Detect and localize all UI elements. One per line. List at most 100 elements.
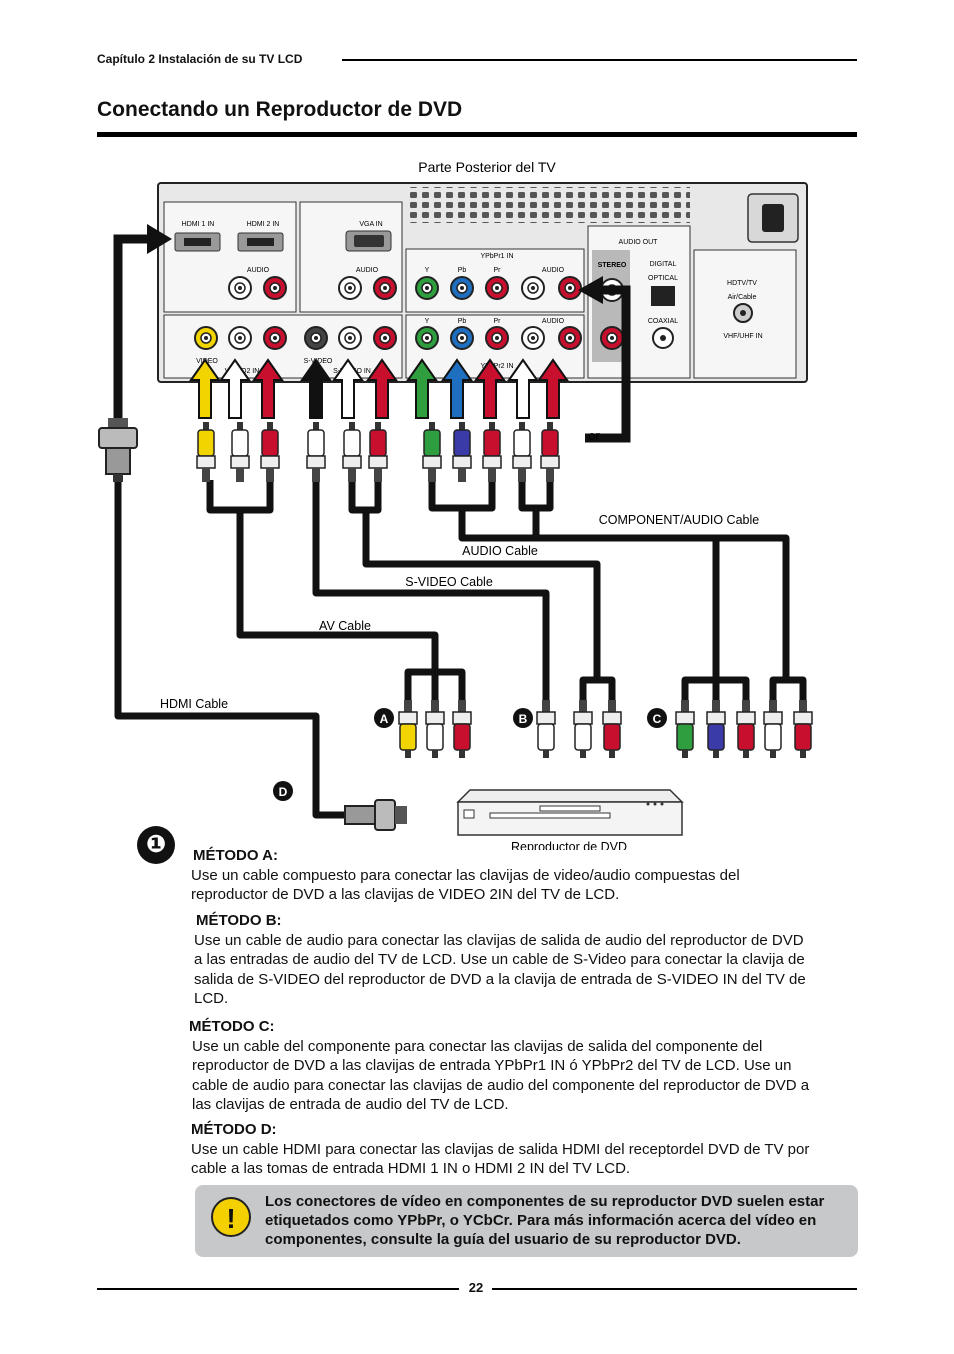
- cable-arrow: [300, 358, 332, 419]
- rca-plug: [230, 422, 250, 482]
- cable-arrow: [252, 358, 284, 419]
- audio-out-label: AUDIO OUT: [619, 239, 659, 246]
- rca-plug: [540, 422, 560, 482]
- rca-jack: [263, 326, 287, 350]
- hdmi-plug-bottom: [344, 799, 407, 831]
- rca-jack: [485, 326, 509, 350]
- rca-plug: [573, 700, 593, 758]
- rca-plug: [602, 700, 622, 758]
- vhf-label: VHF/UHF IN: [723, 333, 762, 340]
- rca-plug: [736, 700, 756, 758]
- rca-jack: [228, 276, 252, 300]
- method-d-text: Use un cable HDMI para conectar las clav…: [191, 1140, 810, 1178]
- rca-plug: [482, 422, 502, 482]
- y-label-1: Y: [425, 267, 430, 274]
- cable-arrow: [406, 358, 438, 419]
- hdmi-plug-top: [98, 418, 138, 482]
- rca-jack: [415, 326, 439, 350]
- method-c-heading: MÉTODO C:: [189, 1018, 275, 1035]
- method-b: MÉTODO B: Use un cable de audio para con…: [194, 911, 814, 1009]
- cable-arrow: [537, 358, 569, 419]
- rca-plug: [536, 700, 556, 758]
- footer-rule-left: [97, 1288, 459, 1290]
- vga-label: VGA IN: [359, 221, 382, 228]
- audio-label-4: AUDIO: [542, 318, 565, 325]
- pb-label-2: Pb: [458, 318, 467, 325]
- page-title: Conectando un Reproductor de DVD: [97, 98, 463, 121]
- rca-plug: [342, 422, 362, 482]
- component-cable-label: COMPONENT/AUDIO Cable: [599, 513, 759, 527]
- marker-a-text: A: [380, 712, 389, 726]
- hdmi-cable-arrow: [113, 234, 148, 425]
- rca-plug: [425, 700, 445, 758]
- marker-d: [273, 781, 293, 801]
- ypbpr1-label: YPbPr1 IN: [480, 253, 513, 260]
- marker-c: [647, 708, 667, 728]
- rca-jack: [194, 326, 218, 350]
- rca-jack: [450, 326, 474, 350]
- rca-jack: [338, 276, 362, 300]
- dvd-label: Reproductor de DVD: [511, 840, 627, 850]
- rca-plug: [452, 422, 472, 482]
- method-d-heading: MÉTODO D:: [191, 1121, 277, 1138]
- rca-jack: [558, 276, 582, 300]
- note-text: Los conectores de vídeo en componentes d…: [265, 1193, 825, 1248]
- title-rule: [97, 132, 857, 137]
- cable-arrow: [366, 358, 398, 419]
- method-a-heading: MÉTODO A:: [193, 847, 278, 864]
- rca-plug: [306, 422, 326, 482]
- cable-arrow: [474, 358, 506, 419]
- rca-jack: [415, 276, 439, 300]
- step-number: ❶: [137, 826, 175, 864]
- digital-label: DIGITAL: [650, 261, 677, 268]
- rca-plug: [793, 700, 813, 758]
- av-cable-label: AV Cable: [319, 619, 371, 633]
- page-number: 22: [468, 1280, 484, 1295]
- rca-jack: [373, 276, 397, 300]
- rca-plug: [763, 700, 783, 758]
- footer-rule-right: [492, 1288, 857, 1290]
- coaxial-label: COAXIAL: [648, 318, 678, 325]
- dvd-player: [456, 789, 684, 836]
- rca-plug: [260, 422, 280, 482]
- audio-cable-label: AUDIO Cable: [462, 544, 538, 558]
- rca-plug: [196, 422, 216, 482]
- hdtv-label: HDTV/TV: [727, 280, 757, 287]
- warning-icon: !: [211, 1197, 251, 1237]
- optical-port: [651, 286, 675, 306]
- rca-plug: [368, 422, 388, 482]
- aircable-label: Air/Cable: [728, 294, 757, 301]
- rca-plug: [512, 422, 532, 482]
- method-a-text: Use un cable compuesto para conectar las…: [191, 866, 740, 904]
- cable-arrow: [441, 358, 473, 419]
- method-a: MÉTODO A: Use un cable compuesto para co…: [191, 846, 791, 905]
- rca-jack: [521, 326, 545, 350]
- or-label: or: [588, 428, 600, 443]
- rca-jack: [521, 276, 545, 300]
- method-d: MÉTODO D: Use un cable HDMI para conecta…: [191, 1120, 811, 1179]
- cable-arrow: [189, 358, 221, 419]
- method-b-heading: MÉTODO B:: [196, 912, 282, 929]
- cable-arrow: [507, 358, 539, 419]
- pb-label-1: Pb: [458, 267, 467, 274]
- rca-jack: [450, 276, 474, 300]
- header-rule: [342, 59, 857, 61]
- rca-jack: [558, 326, 582, 350]
- method-b-text: Use un cable de audio para conectar las …: [194, 931, 806, 1008]
- hdmi2-label: HDMI 2 IN: [247, 221, 280, 228]
- y-label-2: Y: [425, 318, 430, 325]
- svideo-cable-label: S-VIDEO Cable: [405, 575, 493, 589]
- connection-diagram: Parte Posterior del TV HDMI 1 IN HDMI 2 …: [98, 159, 813, 850]
- audio-out-arrow: [585, 285, 631, 443]
- chapter-header: Capítulo 2 Instalación de su TV LCD: [97, 52, 303, 66]
- rca-plug: [706, 700, 726, 758]
- cable-arrow: [332, 358, 364, 419]
- rca-jack: [263, 276, 287, 300]
- rca-plug: [422, 422, 442, 482]
- rca-plug: [398, 700, 418, 758]
- hdmi-cable-label: HDMI Cable: [160, 697, 228, 711]
- stereo-label: STEREO: [598, 262, 627, 269]
- rca-plug: [675, 700, 695, 758]
- marker-a: [374, 708, 394, 728]
- audio-label-2: AUDIO: [356, 267, 379, 274]
